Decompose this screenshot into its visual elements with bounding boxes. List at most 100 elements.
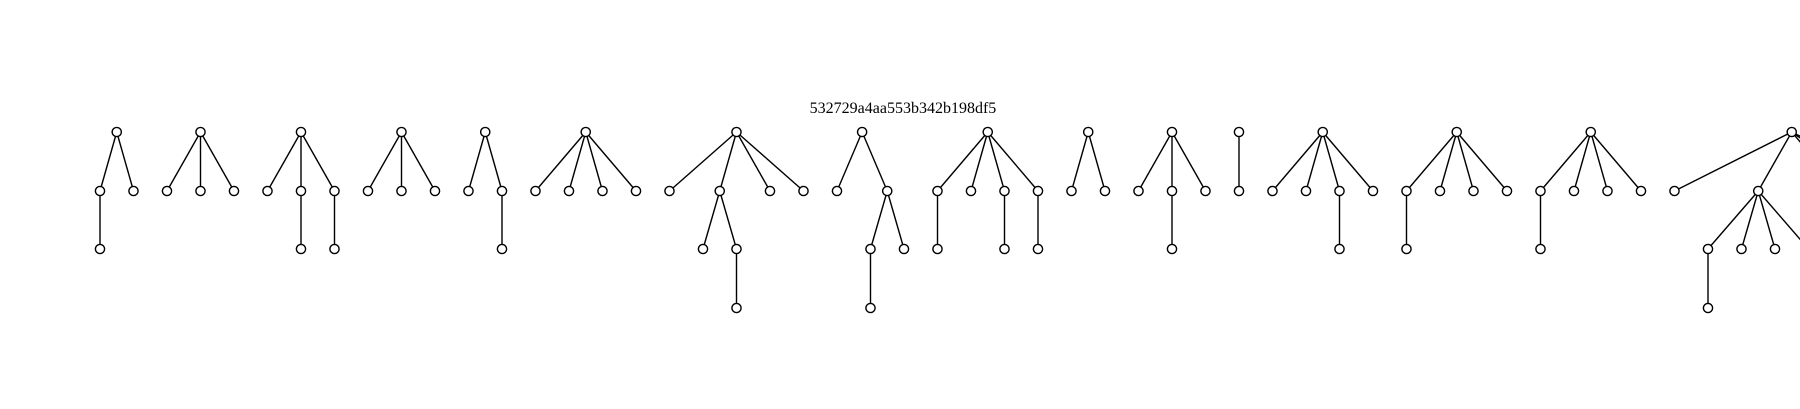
tree-9 bbox=[932, 126, 1044, 255]
tree-edge bbox=[1757, 190, 1800, 241]
tree-edge bbox=[199, 131, 235, 192]
tree-edge bbox=[1137, 131, 1173, 192]
tree-node bbox=[329, 185, 340, 197]
tree-edge bbox=[1740, 190, 1759, 250]
tree-root-node bbox=[982, 126, 994, 138]
tree-6 bbox=[530, 126, 642, 197]
tree-11 bbox=[1133, 126, 1211, 255]
tree-edge bbox=[1573, 131, 1592, 192]
tree-root-node bbox=[731, 126, 742, 138]
tree-root-node bbox=[1166, 126, 1178, 138]
tree-edge bbox=[702, 190, 721, 250]
tree-node bbox=[1752, 185, 1764, 197]
tree-node bbox=[1267, 185, 1278, 197]
tree-node bbox=[94, 243, 106, 255]
tree-edge bbox=[1087, 131, 1106, 192]
tree-edge bbox=[585, 131, 637, 192]
tree-edge bbox=[1439, 131, 1458, 192]
tree-edge bbox=[1590, 131, 1642, 192]
tree-root-node bbox=[856, 126, 868, 138]
tree-node bbox=[1066, 185, 1077, 197]
tree-node bbox=[1166, 243, 1178, 255]
tree-node bbox=[932, 243, 943, 255]
tree-node bbox=[1669, 185, 1680, 197]
tree-node bbox=[999, 243, 1010, 255]
tree-edge bbox=[836, 131, 863, 192]
tree-node bbox=[496, 243, 508, 255]
tree-node bbox=[496, 185, 508, 197]
tree-edge bbox=[116, 131, 135, 192]
tree-node bbox=[1300, 185, 1312, 197]
tree-edge bbox=[669, 131, 737, 192]
tree-node bbox=[161, 185, 173, 197]
tree-node bbox=[94, 185, 106, 197]
tree-node bbox=[865, 243, 876, 255]
tree-12 bbox=[1233, 126, 1245, 197]
tree-edge bbox=[467, 131, 486, 192]
tree-edge bbox=[987, 131, 1006, 192]
tree-14 bbox=[1401, 126, 1513, 255]
tree-2 bbox=[161, 126, 240, 197]
tree-node bbox=[1602, 185, 1613, 197]
tree-node bbox=[1401, 185, 1412, 197]
tree-edge bbox=[1539, 131, 1592, 192]
tree-edge bbox=[1674, 131, 1793, 192]
tree-node bbox=[898, 243, 910, 255]
tree-root-node bbox=[1451, 126, 1463, 138]
tree-edge bbox=[1456, 131, 1475, 192]
tree-node bbox=[1099, 185, 1111, 197]
tree-node bbox=[1535, 243, 1546, 255]
tree-edge bbox=[987, 131, 1039, 192]
tree-node bbox=[831, 185, 843, 197]
tree-node bbox=[1635, 185, 1647, 197]
tree-edge bbox=[1070, 131, 1089, 192]
tree-edge bbox=[1707, 190, 1759, 250]
tree-node bbox=[664, 185, 675, 197]
tree-node bbox=[295, 185, 307, 197]
tree-node bbox=[714, 185, 726, 197]
tree-edge bbox=[936, 131, 989, 192]
tree-root-node bbox=[1317, 126, 1329, 138]
tree-node bbox=[530, 185, 541, 197]
tree-8 bbox=[831, 126, 910, 314]
tree-13 bbox=[1267, 126, 1379, 255]
tree-node bbox=[295, 243, 307, 255]
tree-root-node bbox=[1786, 126, 1798, 138]
tree-edge bbox=[1757, 190, 1776, 250]
tree-node bbox=[881, 185, 893, 197]
diagram-title: 532729a4aa553b342b198df5 bbox=[809, 100, 997, 117]
tree-node bbox=[1032, 185, 1044, 197]
tree-node bbox=[1401, 243, 1412, 255]
tree-node bbox=[1702, 243, 1714, 255]
tree-edge bbox=[1757, 131, 1793, 192]
tree-10 bbox=[1066, 126, 1111, 197]
tree-node bbox=[1200, 185, 1211, 197]
tree-node bbox=[1702, 302, 1714, 314]
tree-node bbox=[563, 185, 575, 197]
tree-node bbox=[329, 243, 340, 255]
tree-node bbox=[731, 243, 742, 255]
tree-node bbox=[865, 302, 876, 314]
tree-3 bbox=[262, 126, 340, 255]
tree-edge bbox=[1791, 131, 1800, 143]
tree-edge bbox=[735, 131, 771, 192]
tree-root-node bbox=[580, 126, 592, 138]
tree-root-node bbox=[111, 126, 123, 138]
tree-node bbox=[1501, 185, 1513, 197]
tree-edge bbox=[568, 131, 587, 192]
tree-15 bbox=[1535, 126, 1647, 255]
tree-edge bbox=[585, 131, 604, 192]
tree-root-node bbox=[479, 126, 491, 138]
tree-root-node bbox=[295, 126, 307, 138]
tree-16 bbox=[1669, 126, 1800, 314]
tree-node bbox=[999, 185, 1010, 197]
tree-node bbox=[932, 185, 943, 197]
tree-root-node bbox=[195, 126, 206, 138]
tree-node bbox=[630, 185, 642, 197]
tree-edge bbox=[861, 131, 888, 192]
tree-node bbox=[1434, 185, 1446, 197]
tree-node bbox=[1334, 243, 1345, 255]
tree-node bbox=[1535, 185, 1546, 197]
tree-node bbox=[1769, 243, 1781, 255]
tree-node bbox=[195, 185, 206, 197]
